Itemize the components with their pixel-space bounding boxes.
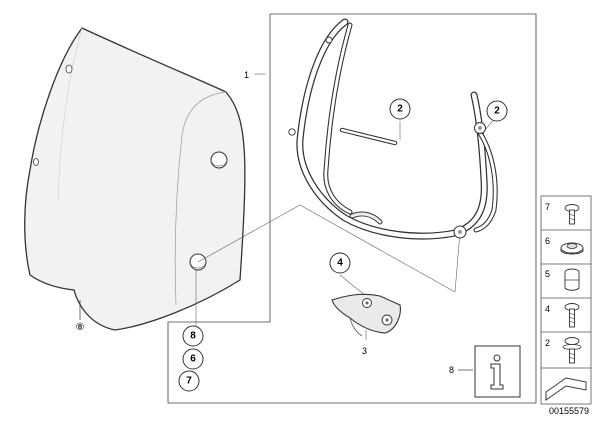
bracket-ref-label: 3 (362, 346, 367, 356)
screen-label: ⑧ (76, 322, 85, 333)
svg-text:7: 7 (186, 376, 192, 387)
panel-item-4: 4 (545, 303, 580, 328)
rubber-grommet-upper (210, 151, 228, 169)
small-parts-panel: 7 6 5 (540, 195, 592, 405)
panel-item-5: 5 (545, 268, 580, 291)
svg-text:2: 2 (545, 338, 550, 348)
wedge-shim-icon (545, 377, 587, 401)
svg-text:2: 2 (397, 104, 403, 115)
mount-hole-top (65, 64, 73, 74)
grommet-icon (560, 242, 584, 255)
svg-text:2: 2 (494, 106, 500, 117)
rubber-mount-icon (564, 268, 580, 291)
callout-bubble-2a: 2 (389, 98, 411, 120)
mounting-frame (296, 18, 498, 240)
panel-item-7: 7 (545, 202, 580, 225)
svg-text:7: 7 (545, 202, 550, 212)
panel-item-2: 2 (545, 337, 582, 364)
panel-item-shim (545, 377, 587, 401)
svg-text:4: 4 (337, 258, 343, 269)
info-sticker: i (474, 345, 521, 398)
svg-text:4: 4 (545, 304, 550, 314)
callout-bubble-4: 4 (329, 252, 351, 274)
svg-text:5: 5 (545, 269, 550, 279)
svg-text:6: 6 (190, 354, 196, 365)
assembly-frame (167, 13, 537, 404)
callout-bubble-2b: 2 (486, 100, 508, 122)
callout-bubble-8: 8 (182, 325, 204, 347)
screw-icon (564, 303, 580, 328)
callout-bubble-7: 7 (178, 370, 200, 392)
frame-ref-label: 1 (244, 70, 249, 80)
catalog-number: 00155579 (549, 406, 589, 416)
panel-item-6: 6 (545, 236, 584, 255)
screw-washer-icon (562, 337, 582, 364)
windscreen (24, 27, 246, 331)
svg-text:6: 6 (545, 236, 550, 246)
mount-hole-left (33, 158, 39, 166)
sticker-ref-label: 8 (449, 365, 454, 375)
callout-bubble-6: 6 (182, 348, 204, 370)
clamp-bracket (331, 293, 401, 337)
svg-text:8: 8 (190, 331, 196, 342)
screw-icon (564, 204, 580, 225)
info-icon (490, 363, 504, 390)
